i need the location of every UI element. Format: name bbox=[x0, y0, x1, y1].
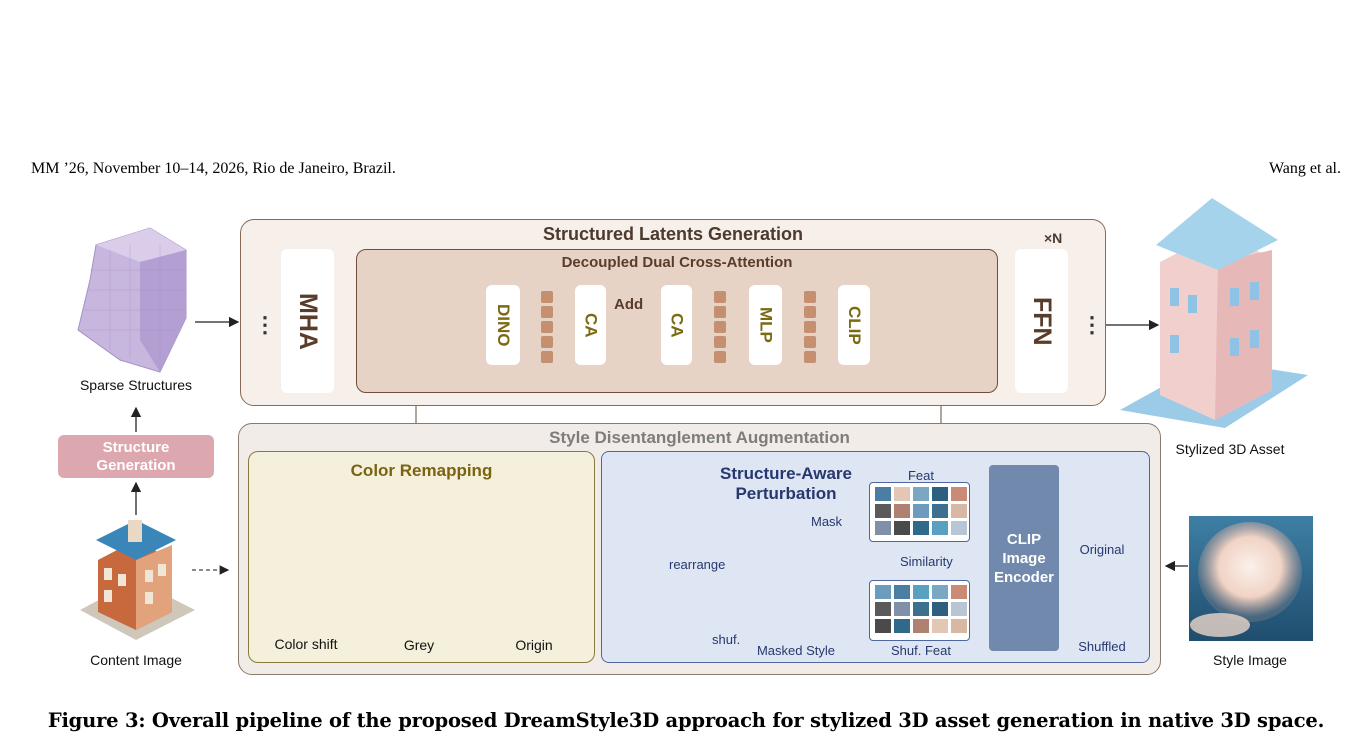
color-remapping-title: Color Remapping bbox=[350, 461, 493, 480]
structure-generation-block: Structure Generation bbox=[58, 435, 214, 478]
mlp-block: MLP bbox=[749, 285, 782, 365]
ddca-title: Decoupled Dual Cross-Attention bbox=[561, 254, 793, 271]
sap-title: Structure-Aware Perturbation bbox=[720, 464, 852, 503]
figure-caption: Figure 3: Overall pipeline of the propos… bbox=[47, 709, 1325, 732]
shuf-label: shuf. bbox=[712, 632, 741, 647]
similarity-label: Similarity bbox=[900, 554, 953, 569]
add-label: Add bbox=[614, 296, 644, 313]
shuf-feat-label: Shuf. Feat bbox=[891, 643, 951, 658]
stylized-3d-asset-label: Stylized 3D Asset bbox=[1175, 441, 1285, 457]
ffn-block: FFN bbox=[1015, 249, 1068, 393]
mask-label: Mask bbox=[811, 514, 843, 529]
shuf-feat-grid bbox=[869, 580, 970, 641]
ellipsis-right: ⋮ bbox=[1081, 312, 1103, 337]
content-image bbox=[80, 520, 195, 640]
repeat-n-label: ×N bbox=[1044, 230, 1063, 246]
origin-label: Origin bbox=[515, 637, 553, 653]
sparse-structure-image bbox=[77, 227, 187, 373]
style-image-label: Style Image bbox=[1213, 652, 1287, 668]
sda-title: Style Disentanglement Augmentation bbox=[549, 428, 850, 447]
style-image bbox=[1189, 516, 1313, 641]
ellipsis-left: ⋮ bbox=[254, 312, 276, 337]
grey-label: Grey bbox=[403, 637, 435, 653]
original-label: Original bbox=[1079, 542, 1125, 557]
sparse-structures-label: Sparse Structures bbox=[79, 377, 193, 393]
clip-image-encoder-block: CLIP Image Encoder bbox=[989, 465, 1059, 651]
dino-block: DINO bbox=[486, 285, 520, 365]
shuffled-label: Shuffled bbox=[1078, 639, 1126, 654]
cross-attention-block-2: CA bbox=[661, 285, 692, 365]
stylized-3d-asset-image bbox=[1120, 198, 1308, 428]
running-header-venue: MM ’26, November 10–14, 2026, Rio de Jan… bbox=[31, 160, 396, 177]
token-stack-3 bbox=[804, 291, 816, 363]
token-stack-1 bbox=[541, 291, 553, 363]
clip-block: CLIP bbox=[838, 285, 870, 365]
running-header-authors: Wang et al. bbox=[1268, 160, 1341, 177]
feat-label: Feat bbox=[907, 468, 934, 483]
color-shift-label: Color shift bbox=[274, 636, 338, 652]
feat-grid bbox=[869, 482, 970, 542]
rearrange-label: rearrange bbox=[669, 557, 726, 572]
cross-attention-block-1: CA bbox=[575, 285, 606, 365]
content-image-label: Content Image bbox=[90, 652, 182, 668]
structured-latents-title: Structured Latents Generation bbox=[542, 224, 804, 244]
masked-style-label: Masked Style bbox=[756, 643, 836, 658]
color-remapping-panel bbox=[248, 451, 595, 663]
mha-block: MHA bbox=[281, 249, 334, 393]
token-stack-2 bbox=[714, 291, 726, 363]
